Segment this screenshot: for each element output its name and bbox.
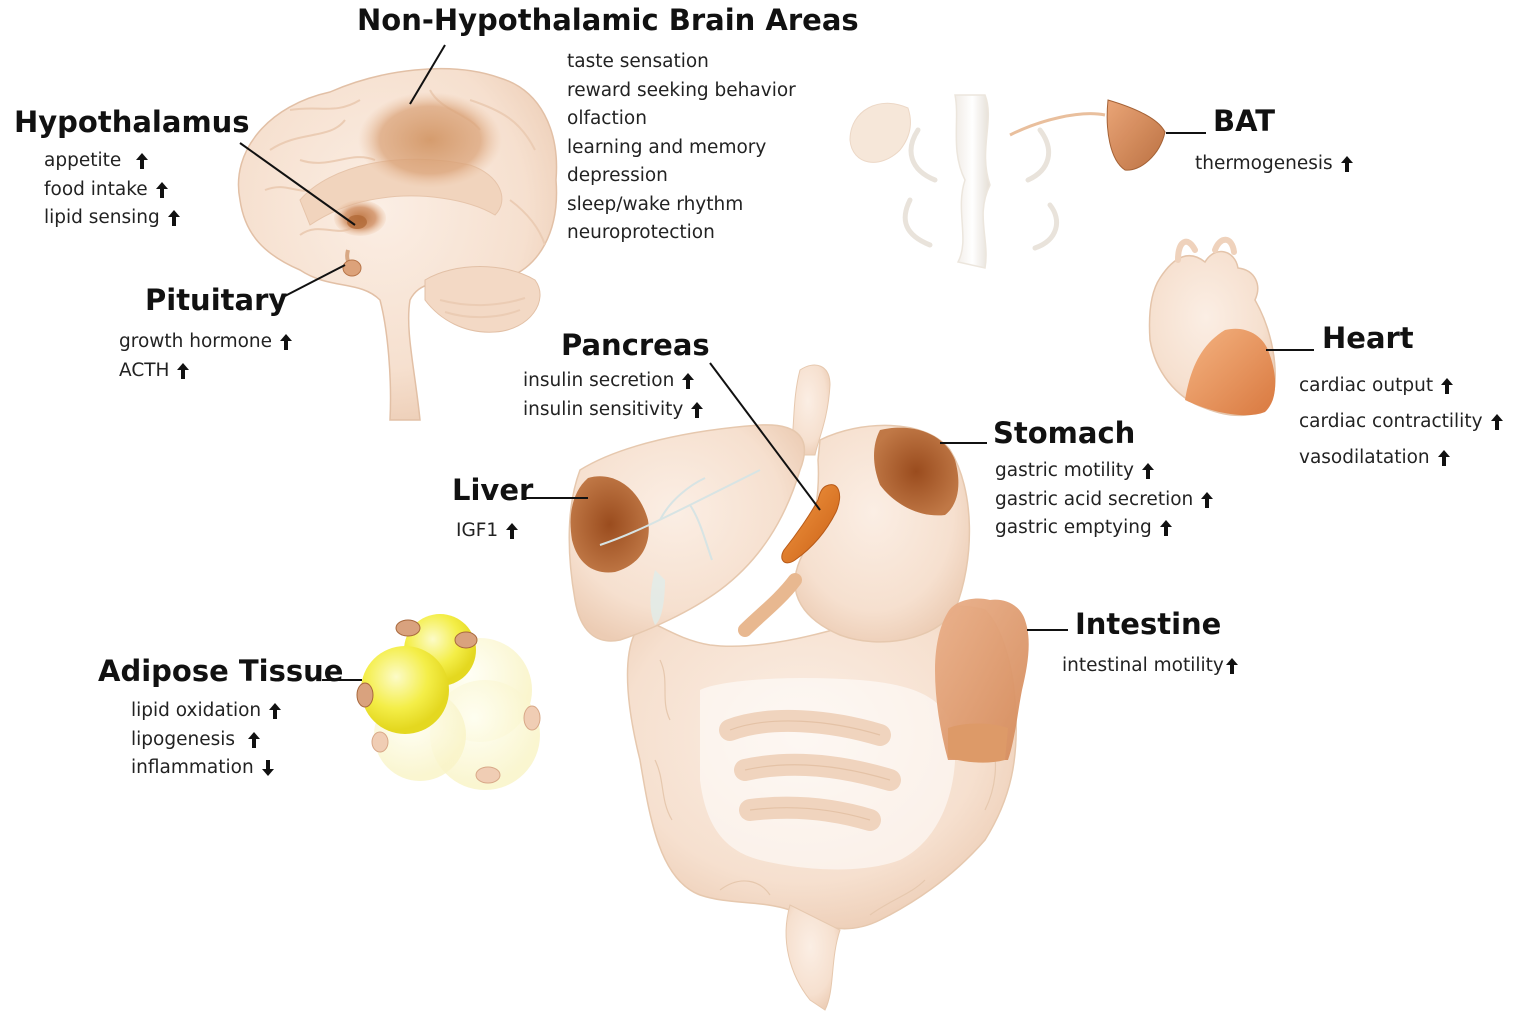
item-label: cardiac output [1299, 368, 1433, 404]
list-item: depression [567, 162, 796, 191]
item-label: cardiac contractility [1299, 404, 1483, 440]
up-arrow-icon [1490, 413, 1504, 431]
item-label: insulin sensitivity [523, 396, 683, 425]
non-hypothalamic-list: taste sensation reward seeking behavior … [567, 48, 796, 248]
up-arrow-icon [1141, 462, 1155, 480]
item-label: gastric motility [995, 457, 1134, 486]
stomach-title: Stomach [993, 419, 1135, 448]
item-label: lipogenesis [131, 726, 235, 755]
item-label: insulin secretion [523, 367, 674, 396]
down-arrow-icon [261, 759, 275, 777]
up-arrow-icon [1440, 377, 1454, 395]
heart-title: Heart [1322, 324, 1414, 353]
heart-list: cardiac output cardiac contractility vas… [1299, 368, 1504, 476]
item-label: IGF1 [456, 517, 498, 546]
intestine-title: Intestine [1075, 610, 1221, 639]
list-item: gastric motility [995, 457, 1214, 486]
list-item: vasodilatation [1299, 440, 1504, 476]
bat-list: thermogenesis [1195, 150, 1354, 179]
adipose-tissue-illustration [357, 614, 540, 790]
list-item: taste sensation [567, 48, 796, 77]
adipose-list: lipid oxidation lipogenesis inflammation [131, 697, 282, 783]
liver-title: Liver [452, 476, 533, 505]
list-item: lipogenesis [131, 726, 282, 755]
up-arrow-icon [279, 333, 293, 351]
item-label: growth hormone [119, 328, 272, 357]
up-arrow-icon [268, 702, 282, 720]
up-arrow-icon [690, 401, 704, 419]
list-item: reward seeking behavior [567, 77, 796, 106]
list-item: food intake [44, 176, 181, 205]
item-label: vasodilatation [1299, 440, 1430, 476]
list-item: growth hormone [119, 328, 293, 357]
up-arrow-icon [1200, 491, 1214, 509]
list-item: sleep/wake rhythm [567, 191, 796, 220]
list-item: gastric emptying [995, 514, 1214, 543]
list-item: inflammation [131, 754, 282, 783]
up-arrow-icon [505, 522, 519, 540]
non-hypothalamic-title: Non-Hypothalamic Brain Areas [357, 6, 859, 35]
adipose-title: Adipose Tissue [98, 657, 343, 686]
hypothalamus-title: Hypothalamus [14, 108, 250, 137]
list-item: IGF1 [456, 517, 519, 546]
up-arrow-icon [1225, 657, 1239, 675]
digestive-system-illustration [569, 365, 1028, 1010]
pancreas-list: insulin secretion insulin sensitivity [523, 367, 704, 424]
item-label: food intake [44, 176, 148, 205]
list-item: lipid oxidation [131, 697, 282, 726]
list-item: lipid sensing [44, 204, 181, 233]
list-item: thermogenesis [1195, 150, 1354, 179]
heart-illustration [1149, 240, 1275, 416]
up-arrow-icon [135, 152, 149, 170]
up-arrow-icon [155, 181, 169, 199]
list-item: cardiac contractility [1299, 404, 1504, 440]
up-arrow-icon [1340, 155, 1354, 173]
item-label: inflammation [131, 754, 254, 783]
pituitary-title: Pituitary [145, 286, 287, 315]
item-label: intestinal motility [1062, 652, 1224, 681]
up-arrow-icon [167, 209, 181, 227]
up-arrow-icon [176, 362, 190, 380]
list-item: intestinal motility [1062, 652, 1239, 681]
item-label: lipid sensing [44, 204, 160, 233]
up-arrow-icon [1159, 519, 1173, 537]
up-arrow-icon [681, 372, 695, 390]
item-label: ACTH [119, 357, 169, 386]
item-label: appetite [44, 147, 121, 176]
item-label: gastric acid secretion [995, 486, 1193, 515]
intestine-list: intestinal motility [1062, 652, 1239, 681]
list-item: ACTH [119, 357, 293, 386]
hypothalamus-list: appetite food intake lipid sensing [44, 147, 181, 233]
liver-list: IGF1 [456, 517, 519, 546]
list-item: learning and memory [567, 134, 796, 163]
list-item: cardiac output [1299, 368, 1504, 404]
up-arrow-icon [247, 731, 261, 749]
list-item: appetite [44, 147, 181, 176]
stomach-list: gastric motility gastric acid secretion … [995, 457, 1214, 543]
up-arrow-icon [1437, 449, 1451, 467]
item-label: lipid oxidation [131, 697, 261, 726]
list-item: gastric acid secretion [995, 486, 1214, 515]
item-label: thermogenesis [1195, 150, 1333, 179]
bat-illustration [850, 95, 1165, 268]
list-item: insulin secretion [523, 367, 704, 396]
pancreas-title: Pancreas [561, 331, 710, 360]
list-item: insulin sensitivity [523, 396, 704, 425]
pituitary-list: growth hormone ACTH [119, 328, 293, 385]
list-item: olfaction [567, 105, 796, 134]
item-label: gastric emptying [995, 514, 1152, 543]
list-item: neuroprotection [567, 219, 796, 248]
bat-title: BAT [1213, 107, 1275, 136]
